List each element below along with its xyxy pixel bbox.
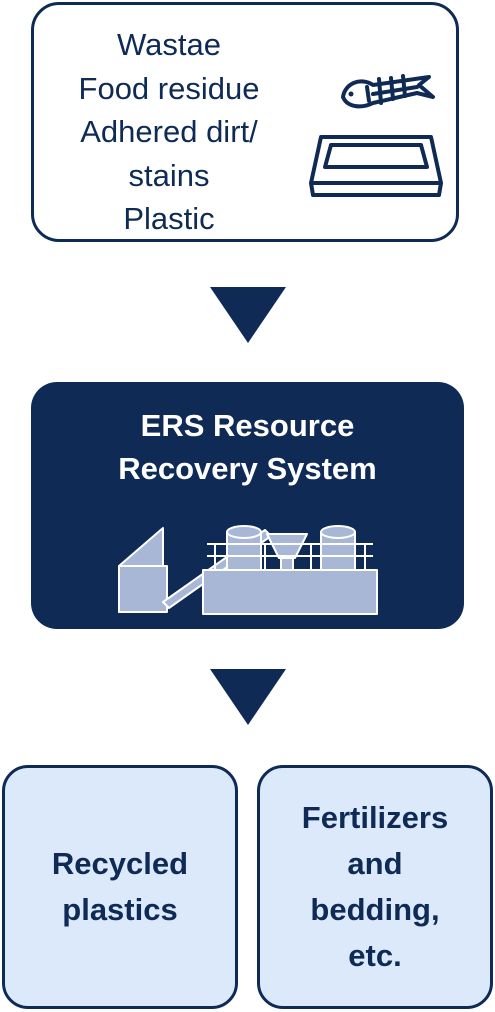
input-item-food-residue: Food residue [78,70,260,106]
recovery-system-box: ERS Resource Recovery System [31,382,464,629]
output-label: Recycled plastics [52,841,188,933]
system-title-line-2: Recovery System [118,451,377,486]
output-label: Fertilizers and bedding, etc. [302,795,448,979]
fish-bone-tray-icon [309,74,443,197]
output-line: and [347,846,403,881]
input-materials-box: Wastae Food residue Adhered dirt/ stains… [31,2,459,242]
input-item-waste: Wastae [117,27,221,62]
output-line: Recycled [51,846,189,881]
output-fertilizers-box: Fertilizers and bedding, etc. [257,765,493,1009]
system-title-line-1: ERS Resource [140,408,355,443]
recovery-plant-icon [118,525,378,615]
down-triangle-arrow-icon [210,287,286,343]
output-line: Fertilizers [301,800,449,835]
input-item-stains: stains [128,157,210,193]
input-item-plastic: Plastic [123,201,215,236]
output-recycled-plastics-box: Recycled plastics [2,765,238,1009]
output-line: etc. [348,938,402,973]
system-title: ERS Resource Recovery System [31,404,464,490]
down-triangle-arrow-icon [210,669,286,725]
input-item-adhered-dirt: Adhered dirt/ [80,114,258,149]
input-materials-list: Wastae Food residue Adhered dirt/ stains… [44,23,294,241]
output-line: plastics [62,892,178,927]
output-line: bedding, [310,892,440,927]
